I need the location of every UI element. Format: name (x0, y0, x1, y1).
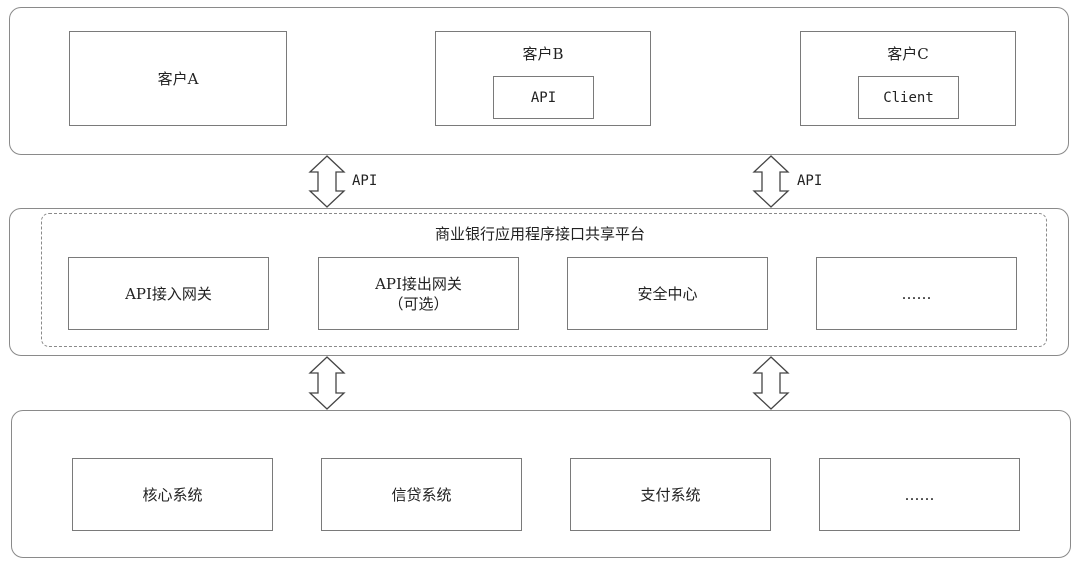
platform-title: 商业银行应用程序接口共享平台 (434, 225, 645, 243)
api-egress-gateway-box: API接出网关 （可选） (318, 257, 519, 330)
client-c-box: 客户C Client (800, 31, 1016, 126)
core-system-label: 核心系统 (142, 485, 203, 504)
double-arrow-icon (308, 356, 346, 410)
security-center-label: 安全中心 (637, 284, 698, 303)
api-arrow-label-right: API (797, 173, 823, 189)
client-b-api-label: API (530, 89, 557, 106)
more-modules-box: …… (816, 257, 1017, 330)
client-b-api-box: API (493, 76, 594, 119)
credit-system-box: 信贷系统 (321, 458, 522, 531)
double-arrow-icon (308, 155, 346, 208)
more-systems-label: …… (904, 485, 935, 504)
api-ingress-gateway-label: API接入网关 (125, 284, 212, 303)
client-b-box: 客户B API (435, 31, 651, 126)
credit-system-label: 信贷系统 (391, 485, 452, 504)
client-a-box: 客户A (69, 31, 287, 126)
client-c-client-label: Client (883, 89, 934, 106)
core-system-box: 核心系统 (72, 458, 273, 531)
double-arrow-icon (752, 356, 790, 410)
double-arrow-icon (752, 155, 790, 208)
platform-boundary (41, 213, 1047, 347)
payment-system-label: 支付系统 (640, 485, 701, 504)
api-egress-gateway-label: API接出网关 (375, 274, 462, 293)
api-egress-gateway-optional: （可选） (388, 294, 449, 313)
more-modules-label: …… (901, 284, 932, 303)
payment-system-box: 支付系统 (570, 458, 771, 531)
api-arrow-label-left: API (352, 173, 378, 189)
more-systems-box: …… (819, 458, 1020, 531)
client-b-label: 客户B (522, 45, 564, 63)
client-a-label: 客户A (157, 69, 199, 88)
api-ingress-gateway-box: API接入网关 (68, 257, 269, 330)
security-center-box: 安全中心 (567, 257, 768, 330)
client-c-label: 客户C (887, 45, 929, 63)
client-c-client-box: Client (858, 76, 959, 119)
